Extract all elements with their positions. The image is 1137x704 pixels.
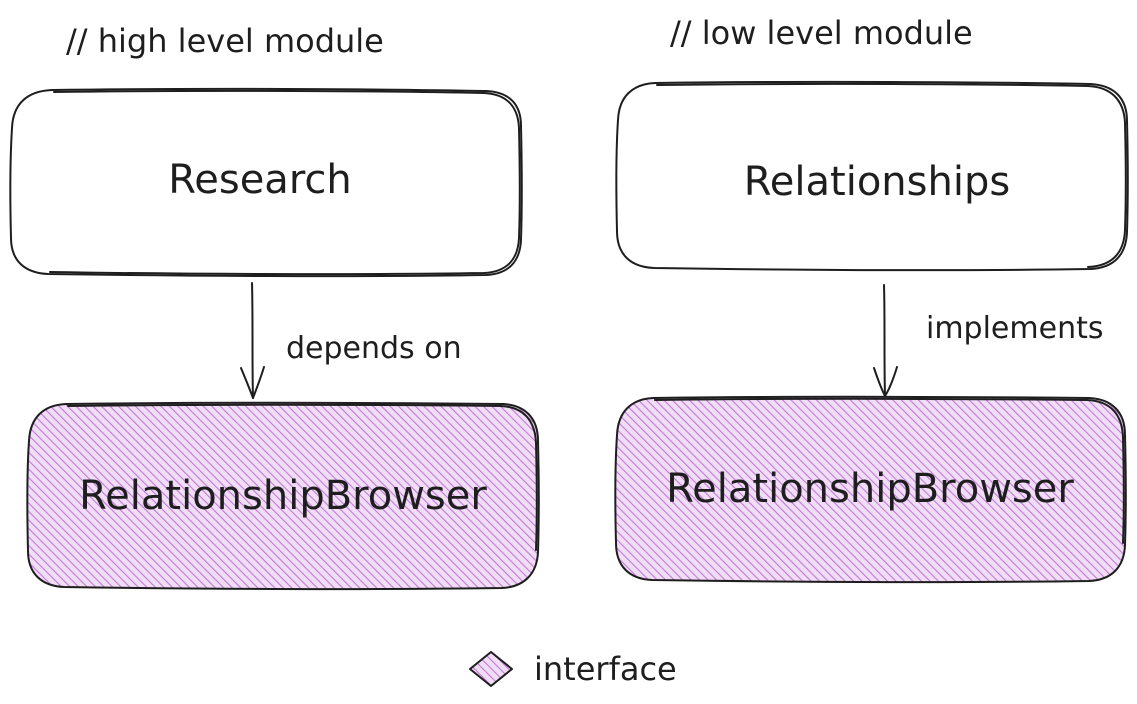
left-interface-title: RelationshipBrowser xyxy=(79,473,487,519)
research-module-box[interactable]: Research xyxy=(9,87,523,278)
legend-label: interface xyxy=(534,650,677,688)
implements-arrow xyxy=(873,284,898,397)
legend: interface xyxy=(469,650,677,688)
low-level-comment: // low level module xyxy=(670,14,973,52)
relationships-module-box[interactable]: Relationships xyxy=(615,80,1129,272)
diamond-icon xyxy=(469,651,513,687)
right-interface-title: RelationshipBrowser xyxy=(666,466,1074,512)
research-module-title: Research xyxy=(168,157,351,203)
implements-label: implements xyxy=(926,311,1103,346)
right-interface-box[interactable]: RelationshipBrowser xyxy=(614,395,1127,584)
depends-on-arrow xyxy=(240,282,265,399)
left-interface-box[interactable]: RelationshipBrowser xyxy=(26,401,540,591)
relationships-module-title: Relationships xyxy=(744,159,1010,205)
depends-on-label: depends on xyxy=(286,331,462,366)
high-level-comment: // high level module xyxy=(66,22,384,60)
